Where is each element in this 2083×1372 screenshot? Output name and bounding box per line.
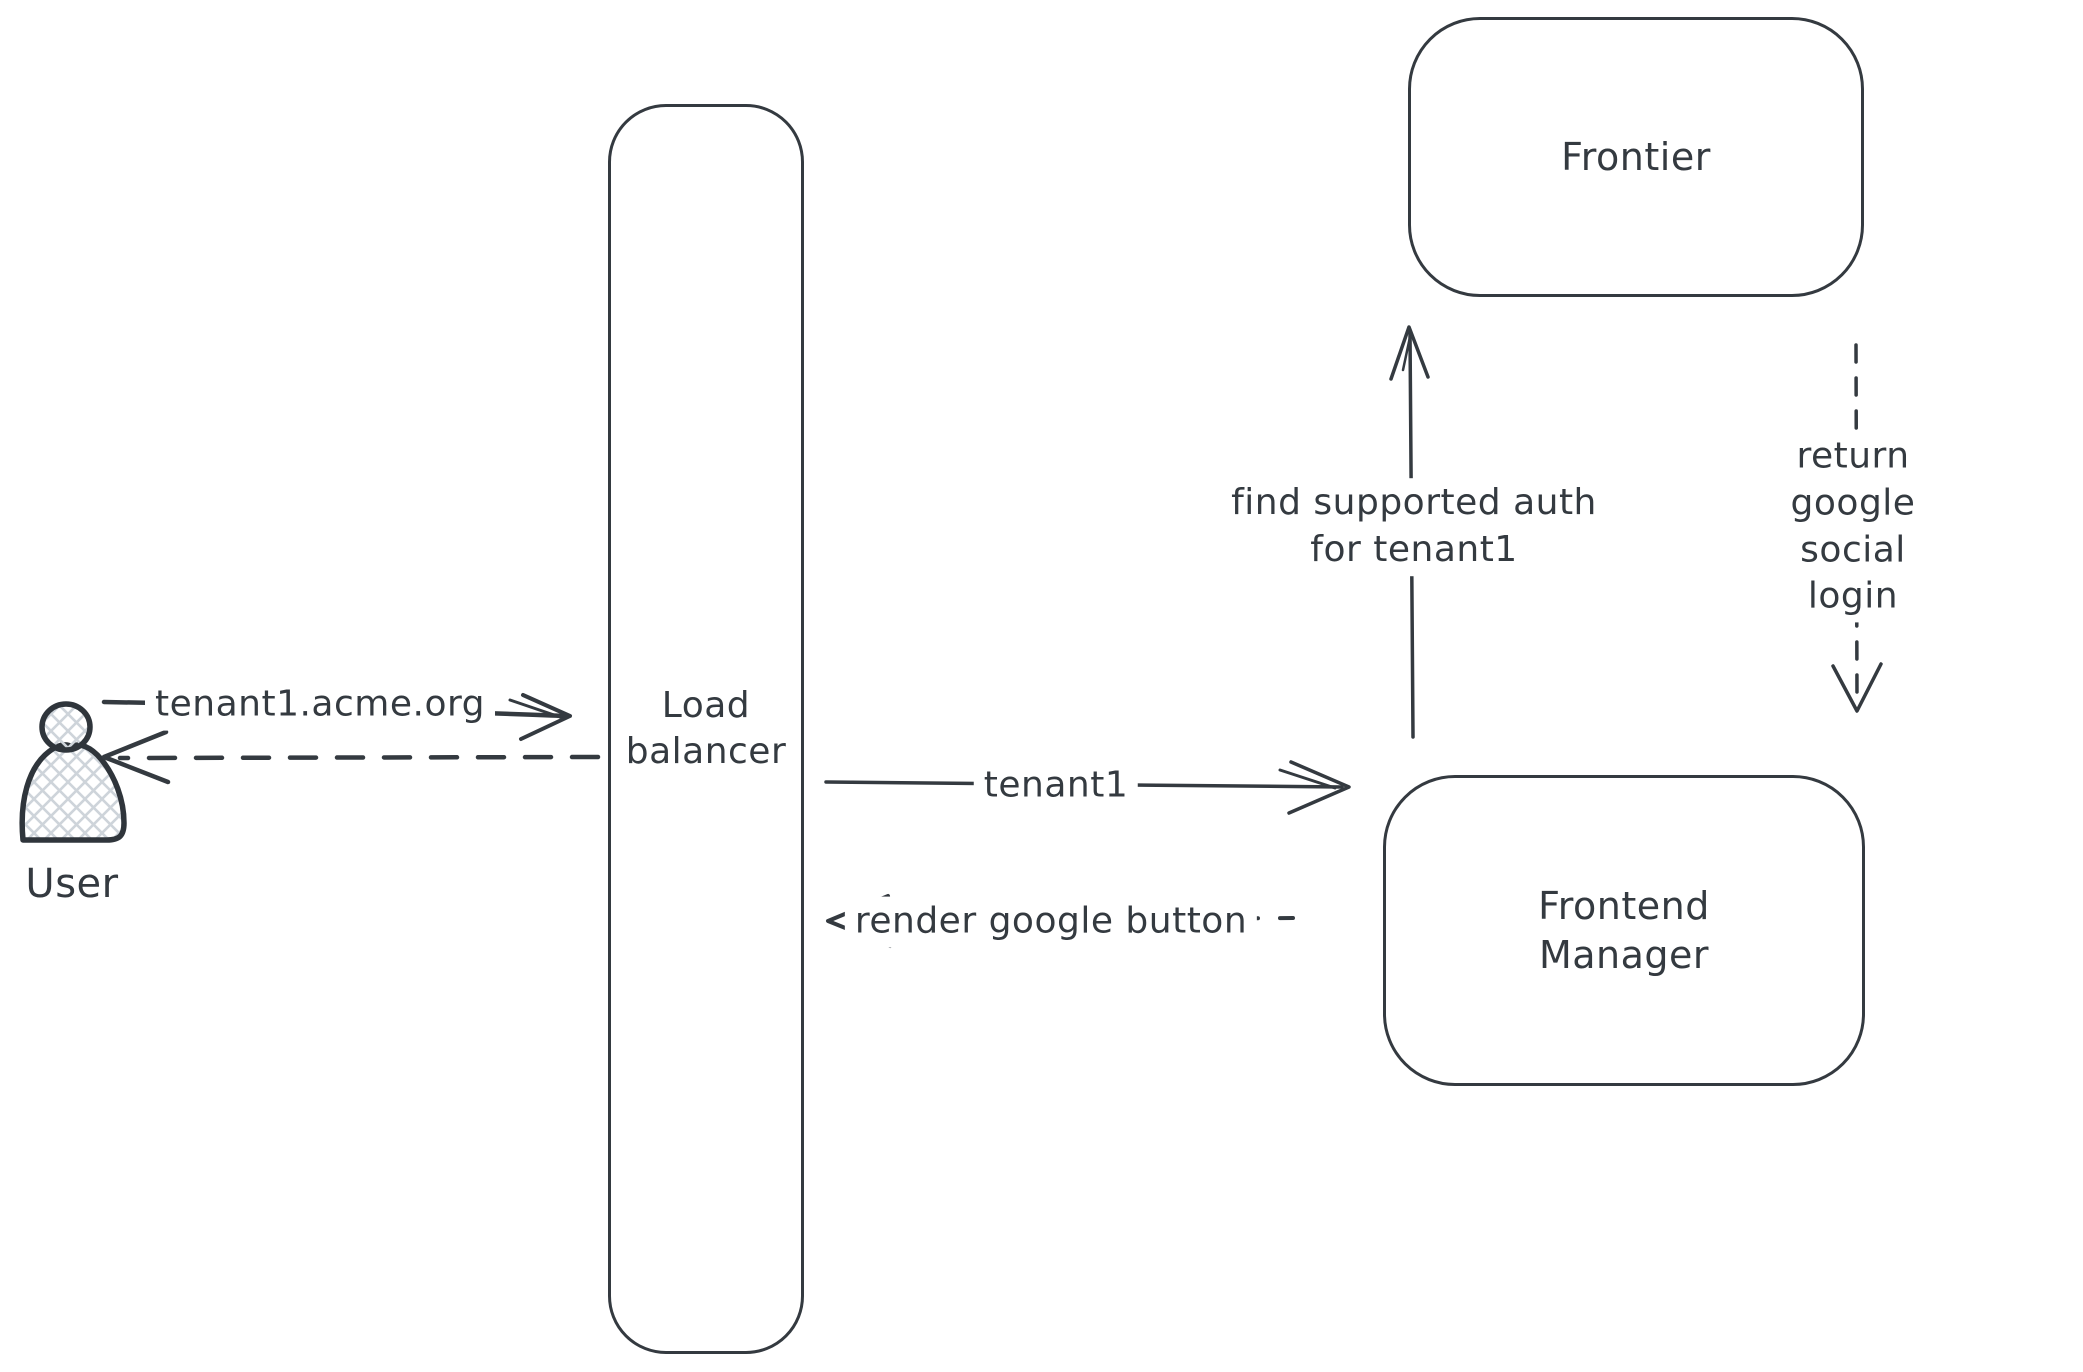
node-frontend-manager-label: Frontend Manager: [1538, 883, 1710, 977]
user-icon-head: [39, 701, 93, 753]
user-icon: [19, 701, 127, 843]
edge-label-tenant1: tenant1: [973, 760, 1139, 812]
user-label: User: [25, 861, 119, 907]
edge-label-return-google-social-login: return google social login: [1738, 431, 1968, 623]
node-frontier: Frontier: [1408, 17, 1864, 297]
node-frontier-label: Frontier: [1561, 134, 1711, 179]
user-icon-body: [19, 742, 127, 843]
edge-label-render-google-button: render google button: [844, 896, 1258, 948]
edge-label-tenant1-acme-org: tenant1.acme.org: [145, 679, 495, 731]
arrow-response-to-user: [101, 729, 601, 785]
node-frontend-manager: Frontend Manager: [1383, 775, 1865, 1086]
node-load-balancer: Load balancer: [608, 104, 804, 1354]
edge-label-find-supported-auth: find supported auth for tenant1: [1221, 478, 1607, 576]
node-load-balancer-label: Load balancer: [625, 684, 787, 772]
